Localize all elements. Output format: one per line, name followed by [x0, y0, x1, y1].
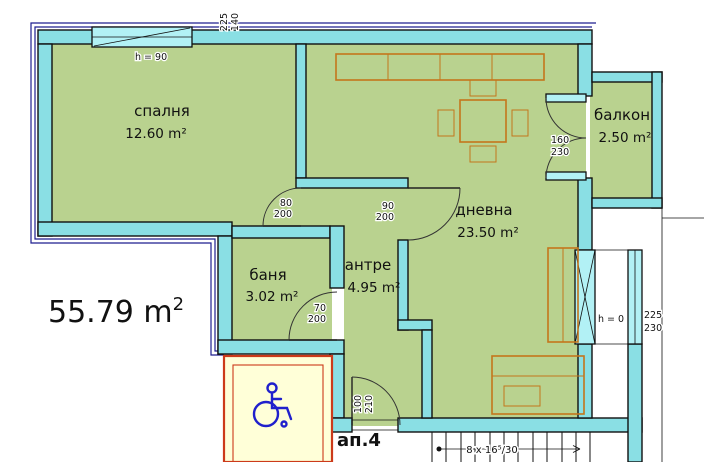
living-label: дневна — [455, 201, 512, 219]
sofa — [491, 355, 585, 415]
wall-bedroom-right — [295, 43, 307, 179]
room-fills — [44, 36, 652, 426]
dim-bath-door-width: 70 — [314, 303, 326, 314]
room-labels: спалня 12.60 m² баня 3.02 m² антре 4.95 … — [48, 102, 651, 451]
wheelchair-icon — [252, 382, 293, 428]
bath-area: 3.02 m² — [246, 289, 299, 305]
living-door-arc — [407, 187, 461, 241]
site-lines — [661, 208, 704, 462]
dim-entry-door-height: 210 — [364, 395, 375, 413]
dim-balcony-door-width: 160 — [551, 135, 569, 146]
bath-label: баня — [249, 266, 286, 284]
dim-entry-door-width: 100 — [353, 395, 364, 413]
balcony-door-arc-bottom — [545, 137, 587, 179]
top-window-sill-note: h = 90 — [135, 52, 167, 63]
balcony-door-leaf-top — [545, 93, 587, 103]
chair-top — [469, 79, 497, 97]
wall-bath-left — [217, 235, 233, 355]
balcony-label: балкон — [594, 106, 650, 124]
dimensions: 225 140 h = 90 80 200 90 200 70 200 100 … — [134, 12, 664, 415]
hall-label: антре — [345, 256, 392, 274]
wheelchair-head — [266, 382, 278, 394]
dim-bedroom-door-height: 200 — [274, 209, 292, 220]
dim-top-window-width: 225 — [219, 13, 230, 31]
bedroom-floor — [44, 36, 304, 232]
wall-top — [189, 29, 593, 45]
wall-bay-lower — [627, 343, 643, 462]
top-window-diagonal — [93, 27, 191, 47]
sofa-cushion — [503, 385, 541, 407]
wall-right-lower — [577, 343, 593, 419]
total-area-sup: 2 — [173, 294, 184, 315]
stairs-label: 8 x 16⁵/30 — [466, 445, 517, 456]
wall-bedroom-bottom — [37, 221, 233, 237]
stair-walkline-arrow — [572, 445, 581, 453]
dim-living-door-height: 200 — [376, 212, 394, 223]
dim-right-window-width: 225 — [644, 310, 662, 321]
doors — [262, 93, 587, 431]
bedroom-area: 12.60 m² — [125, 126, 187, 142]
dim-right-window-height: 230 — [644, 323, 662, 334]
balcony-area: 2.50 m² — [599, 130, 652, 146]
wheelchair-wheel — [252, 400, 280, 428]
dim-bath-door-height: 200 — [308, 314, 326, 325]
wall-left — [37, 43, 53, 237]
apartment-label: ап.4 — [337, 430, 381, 451]
wall-hall-living-lower — [421, 329, 433, 419]
stairs: 8 x 16⁵/30 — [431, 432, 591, 462]
wheelchair-caster — [280, 420, 288, 428]
wall-balcony-bottom — [591, 197, 663, 209]
hall-area: 4.95 m² — [348, 280, 401, 296]
bath-door-arc — [288, 291, 338, 341]
balcony-door-leaf-bottom — [545, 171, 587, 181]
dim-top-window-height: 140 — [230, 13, 241, 31]
wc-room — [222, 354, 334, 462]
living-hall-floor — [304, 36, 586, 426]
wall-right-upper — [577, 43, 593, 97]
wall-hall-living-jog — [397, 319, 433, 331]
bedroom-label: спалня — [134, 102, 190, 120]
total-area: 55.79 m2 — [48, 294, 184, 330]
living-area: 23.50 m² — [457, 225, 519, 241]
wall-bath-right — [329, 225, 345, 289]
wall-bottom — [397, 417, 643, 433]
wall-top-left — [37, 29, 96, 45]
windows — [91, 26, 643, 345]
wall-balcony-right — [651, 71, 663, 209]
wheelchair-body — [270, 392, 293, 421]
wall-bath-top — [231, 225, 331, 239]
walls — [37, 29, 663, 462]
total-area-base: 55.79 m — [48, 295, 173, 330]
right-window-sill-note: h = 0 — [598, 314, 624, 325]
chair-left — [437, 109, 455, 137]
chair-right — [511, 109, 529, 137]
dining-table — [459, 99, 507, 143]
furniture — [335, 53, 585, 415]
entry-door-arc — [351, 376, 401, 426]
balcony-door-arc-top — [545, 97, 587, 139]
balcony-floor — [590, 78, 652, 200]
bedroom-door-arc — [262, 187, 302, 227]
chair-bottom — [469, 145, 497, 163]
wall-hall-top — [295, 177, 409, 189]
bath-floor — [230, 236, 332, 342]
wall-right-middle — [577, 177, 593, 251]
dim-living-door-width: 90 — [382, 201, 394, 212]
wc-room-inner — [232, 364, 324, 462]
dim-bedroom-door-width: 80 — [280, 198, 292, 209]
dim-balcony-door-height: 230 — [551, 147, 569, 158]
wall-bath-bottom — [217, 339, 345, 355]
